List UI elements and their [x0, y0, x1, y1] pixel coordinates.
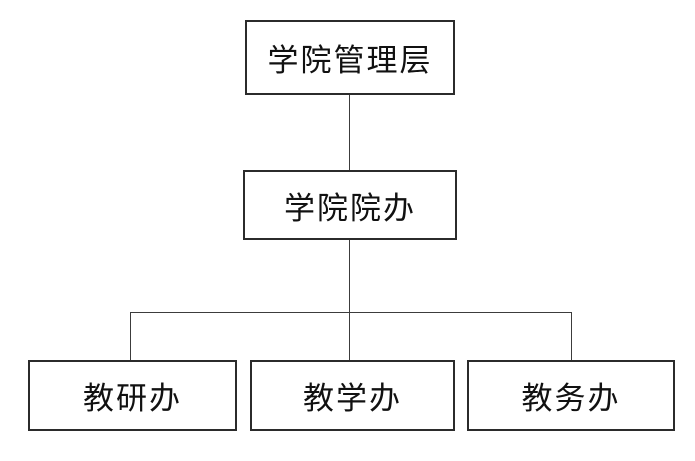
edge-drop-academic-affairs — [571, 312, 572, 360]
edge-drop-teaching — [349, 312, 350, 360]
edge-horizontal-distributor — [130, 312, 572, 313]
org-node-academic-affairs-office: 教务办 — [467, 360, 675, 431]
org-node-college-office: 学院院办 — [243, 170, 457, 240]
org-node-label: 教务办 — [521, 381, 621, 416]
org-node-teaching-office: 教学办 — [250, 360, 455, 431]
org-node-teaching-research-office: 教研办 — [28, 360, 237, 431]
org-node-label: 学院院办 — [284, 190, 416, 226]
edge-drop-teaching-research — [130, 312, 131, 360]
org-node-label: 学院管理层 — [267, 43, 433, 78]
edge-management-to-office — [349, 95, 350, 170]
org-node-label: 教学办 — [303, 381, 402, 416]
org-node-college-management: 学院管理层 — [245, 20, 455, 95]
org-node-label: 教研办 — [83, 381, 182, 416]
edge-office-trunk — [349, 240, 350, 312]
